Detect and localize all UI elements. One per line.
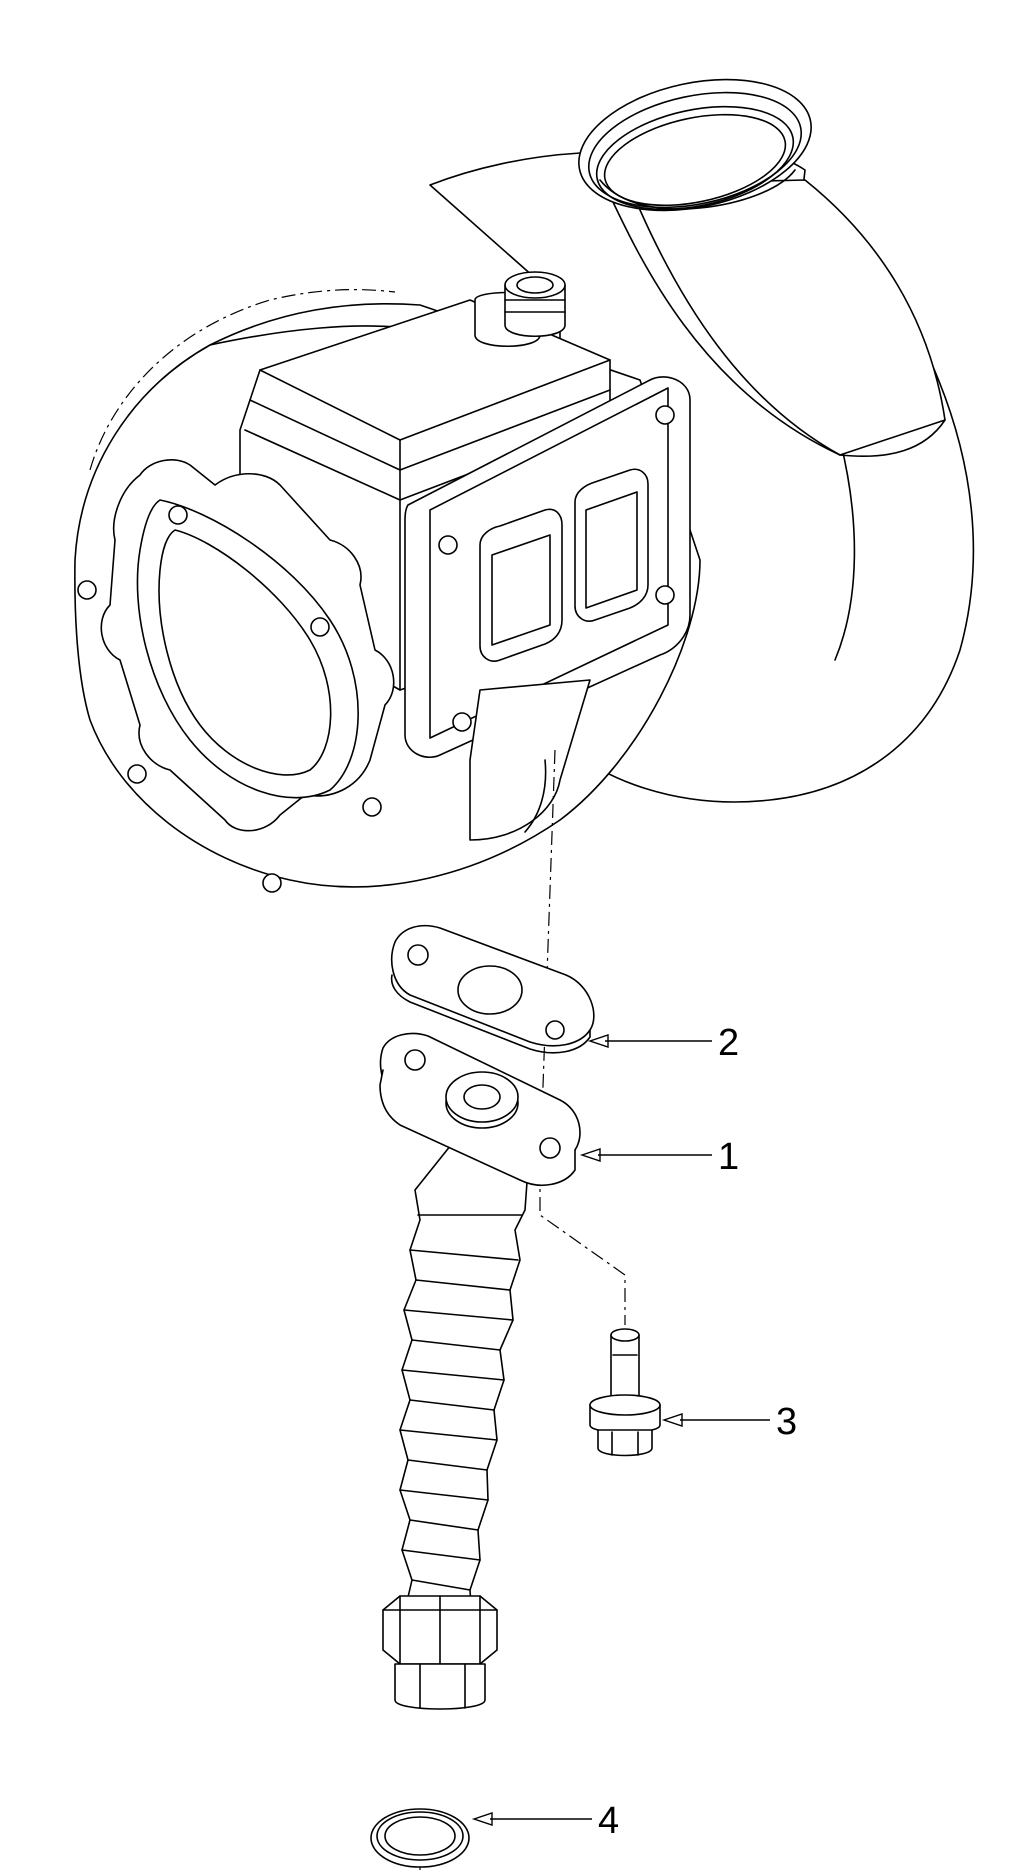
drain-tube-icon xyxy=(379,1032,581,1710)
turbocharger-icon xyxy=(74,78,975,893)
centerline-gasket xyxy=(539,749,556,1171)
callout-3: 3 xyxy=(661,1401,797,1443)
callout-4: 4 xyxy=(471,1800,619,1842)
callout-label-2: 2 xyxy=(718,1022,739,1064)
gasket-icon xyxy=(390,924,595,1054)
callout-label-3: 3 xyxy=(776,1401,797,1443)
centerline-bolt xyxy=(539,1170,626,1325)
callout-label-1: 1 xyxy=(718,1136,739,1178)
seal-ring-icon xyxy=(370,1808,470,1868)
bolt-icon xyxy=(589,1328,661,1457)
callout-label-4: 4 xyxy=(598,1800,619,1842)
callout-2: 2 xyxy=(587,1022,739,1064)
callout-1: 1 xyxy=(579,1136,739,1178)
